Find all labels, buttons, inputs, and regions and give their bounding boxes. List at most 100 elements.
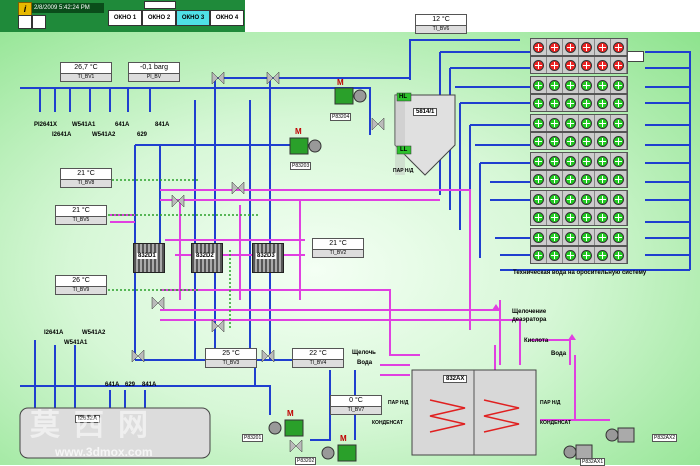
- valve-cell[interactable]: [579, 247, 595, 263]
- meter-ti-bv1: 26,7 °C TI_BV1: [60, 62, 112, 82]
- valve-cell[interactable]: [611, 191, 627, 207]
- valve-cell[interactable]: [579, 209, 595, 225]
- valve-cell[interactable]: [579, 153, 595, 169]
- valve-cell[interactable]: [579, 191, 595, 207]
- valve-cell[interactable]: [531, 133, 547, 149]
- valve-cell[interactable]: [579, 57, 595, 73]
- pump-p83201[interactable]: P83201: [242, 434, 264, 442]
- pump-p83203[interactable]: P83203: [290, 162, 312, 170]
- valve-cell[interactable]: [563, 229, 579, 245]
- valve-cell[interactable]: [547, 133, 563, 149]
- valve-closed-icon: [613, 155, 624, 167]
- window-3-button[interactable]: ОКНО 3: [176, 10, 210, 26]
- valve-cell[interactable]: [547, 247, 563, 263]
- valve-cell[interactable]: [595, 209, 611, 225]
- valve-cell[interactable]: [595, 39, 611, 55]
- valve-cell[interactable]: [611, 95, 627, 111]
- valve-closed-icon: [613, 135, 624, 147]
- valve-cell[interactable]: [547, 209, 563, 225]
- valve-cell[interactable]: [595, 247, 611, 263]
- valve-cell[interactable]: [595, 57, 611, 73]
- valve-cell[interactable]: [595, 191, 611, 207]
- valve-cell[interactable]: [611, 247, 627, 263]
- valve-cell[interactable]: [547, 171, 563, 187]
- valve-closed-icon: [549, 97, 560, 109]
- window-4-button[interactable]: ОКНО 4: [210, 10, 244, 26]
- valve-closed-icon: [581, 79, 592, 91]
- valve-cell[interactable]: [611, 133, 627, 149]
- valve-open-icon: [533, 59, 544, 71]
- valve-cell[interactable]: [595, 171, 611, 187]
- valve-cell[interactable]: [547, 191, 563, 207]
- valve-cell[interactable]: [563, 57, 579, 73]
- valve-cell[interactable]: [531, 209, 547, 225]
- valve-closed-icon: [565, 155, 576, 167]
- valve-open-icon: [533, 41, 544, 53]
- valve-cell[interactable]: [611, 39, 627, 55]
- valve-cell[interactable]: [531, 115, 547, 131]
- valve-cell[interactable]: [531, 153, 547, 169]
- heat-exchanger-832d1[interactable]: 832D1: [133, 243, 165, 273]
- valve-cell[interactable]: [579, 229, 595, 245]
- valve-cell[interactable]: [611, 115, 627, 131]
- valve-cell[interactable]: [563, 77, 579, 93]
- valve-cell[interactable]: [531, 171, 547, 187]
- valve-cell[interactable]: [595, 95, 611, 111]
- tank-hl: HL: [399, 94, 407, 100]
- valve-cell[interactable]: [563, 153, 579, 169]
- valve-cell[interactable]: [563, 209, 579, 225]
- pump-p83202[interactable]: P83202: [295, 457, 317, 465]
- valve-cell[interactable]: [563, 133, 579, 149]
- valve-cell[interactable]: [595, 133, 611, 149]
- valve-cell[interactable]: [531, 57, 547, 73]
- window-2-button[interactable]: ОКНО 2: [142, 10, 176, 26]
- valve-cell[interactable]: [611, 57, 627, 73]
- valve-cell[interactable]: [579, 77, 595, 93]
- valve-closed-icon: [565, 249, 576, 261]
- valve-cell[interactable]: [531, 77, 547, 93]
- valve-cell[interactable]: [611, 77, 627, 93]
- valve-cell[interactable]: [531, 95, 547, 111]
- valve-cell[interactable]: [547, 39, 563, 55]
- valve-cell[interactable]: [547, 153, 563, 169]
- valve-cell[interactable]: [563, 39, 579, 55]
- valve-cell[interactable]: [595, 153, 611, 169]
- meter-value: 21 °C: [312, 238, 364, 250]
- valve-cell[interactable]: [531, 39, 547, 55]
- valve-cell[interactable]: [611, 171, 627, 187]
- valve-cell[interactable]: [531, 247, 547, 263]
- reactor-steam-right: ПАР Н/Д: [540, 400, 561, 406]
- valve-cell[interactable]: [563, 115, 579, 131]
- valve-cell[interactable]: [563, 171, 579, 187]
- valve-cell[interactable]: [595, 77, 611, 93]
- heat-exchanger-832d3[interactable]: 832D3: [252, 243, 284, 273]
- valve-closed-icon: [597, 117, 608, 129]
- valve-cell[interactable]: [579, 95, 595, 111]
- storage-tank: [394, 92, 456, 176]
- valve-cell[interactable]: [595, 115, 611, 131]
- valve-cell[interactable]: [563, 95, 579, 111]
- valve-cell[interactable]: [547, 57, 563, 73]
- valve-cell[interactable]: [611, 209, 627, 225]
- pump-p832ax2[interactable]: P832AX2: [652, 434, 678, 442]
- valve-cell[interactable]: [531, 229, 547, 245]
- valve-cell[interactable]: [531, 191, 547, 207]
- heat-exchanger-832d2[interactable]: 832D2: [191, 243, 223, 273]
- valve-cell[interactable]: [595, 229, 611, 245]
- valve-cell[interactable]: [563, 191, 579, 207]
- valve-cell[interactable]: [579, 115, 595, 131]
- valve-cell[interactable]: [547, 77, 563, 93]
- valve-cell[interactable]: [563, 247, 579, 263]
- valve-closed-icon: [549, 79, 560, 91]
- valve-cell[interactable]: [579, 39, 595, 55]
- window-1-button[interactable]: ОКНО 1: [108, 10, 142, 26]
- valve-cell[interactable]: [547, 115, 563, 131]
- valve-cell[interactable]: [579, 133, 595, 149]
- valve-closed-icon: [613, 249, 624, 261]
- valve-cell[interactable]: [611, 153, 627, 169]
- valve-cell[interactable]: [547, 229, 563, 245]
- valve-cell[interactable]: [611, 229, 627, 245]
- pump-p83204[interactable]: P83204: [330, 113, 352, 121]
- valve-cell[interactable]: [547, 95, 563, 111]
- valve-cell[interactable]: [579, 171, 595, 187]
